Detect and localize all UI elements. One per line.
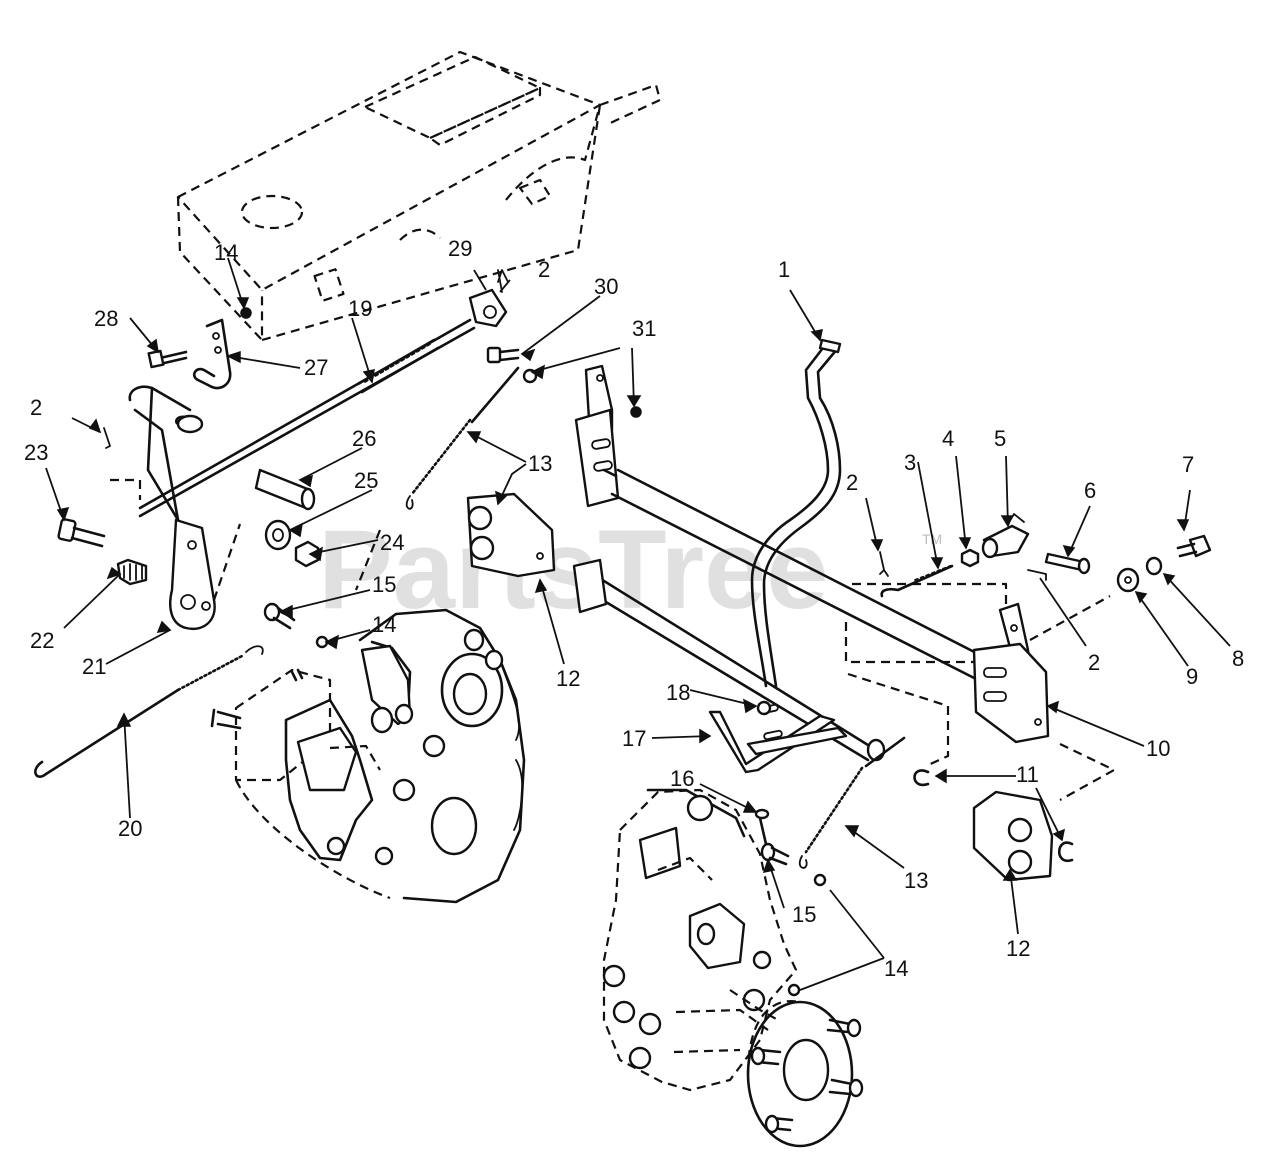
washer-9 xyxy=(1116,567,1140,593)
bolt-16 xyxy=(754,808,770,846)
bolt-28 xyxy=(147,349,188,369)
callout-31: 31 xyxy=(632,316,656,341)
callout-22: 22 xyxy=(30,628,54,653)
callout-20: 20 xyxy=(118,816,142,841)
callout-2: 2 xyxy=(30,395,42,420)
callouts: 1 2 2 2 2 3 4 5 6 7 8 9 10 11 12 12 13 1… xyxy=(24,236,1244,981)
callout-10: 10 xyxy=(1146,736,1170,761)
transaxle-left xyxy=(210,608,526,904)
callout-1: 1 xyxy=(778,257,790,282)
callout-19: 19 xyxy=(348,296,372,321)
lever-1 xyxy=(750,338,842,688)
callout-24: 24 xyxy=(380,530,404,555)
callout-14: 14 xyxy=(214,240,238,265)
rod-19 xyxy=(138,318,476,518)
nut-22 xyxy=(116,558,148,586)
spring-13-lower xyxy=(798,736,906,869)
callout-11: 11 xyxy=(1016,762,1039,787)
cotter-pin-2-left xyxy=(103,427,111,449)
callout-8: 8 xyxy=(1232,646,1244,671)
callout-2: 2 xyxy=(1088,650,1100,675)
callout-4: 4 xyxy=(942,426,954,451)
callout-29: 29 xyxy=(448,236,472,261)
callout-18: 18 xyxy=(666,680,690,705)
callout-15: 15 xyxy=(792,902,816,927)
bolt-7 xyxy=(1176,534,1212,558)
cotter-pin-2-top xyxy=(497,269,503,293)
assembly-lines xyxy=(110,478,1116,801)
transaxle-right xyxy=(602,788,864,1148)
callout-2: 2 xyxy=(538,257,550,282)
callout-5: 5 xyxy=(994,426,1006,451)
arrowheads xyxy=(56,297,1190,881)
snap-ring-11-upper xyxy=(913,769,930,787)
callout-7: 7 xyxy=(1182,452,1194,477)
cotter-pin-2-center xyxy=(879,551,889,577)
nut-24-left xyxy=(294,540,320,568)
callout-27: 27 xyxy=(304,355,328,380)
bolt-30 xyxy=(486,346,520,364)
bracket-12-right xyxy=(972,790,1054,882)
callout-28: 28 xyxy=(94,306,118,331)
callout-2: 2 xyxy=(846,470,858,495)
callout-25: 25 xyxy=(354,468,378,493)
frame-dashed xyxy=(176,50,662,342)
bolt-23 xyxy=(57,518,106,548)
callout-3: 3 xyxy=(904,450,916,475)
callout-13: 13 xyxy=(904,868,928,893)
callout-15: 15 xyxy=(372,572,396,597)
callout-14: 14 xyxy=(884,956,908,981)
lock-washer-8 xyxy=(1145,556,1163,576)
callout-12: 12 xyxy=(1006,936,1030,961)
spacer-25 xyxy=(264,519,292,551)
bushing-26 xyxy=(254,468,316,511)
pedal-arm-21 xyxy=(128,385,216,631)
callout-16: 16 xyxy=(670,766,694,791)
callout-12: 12 xyxy=(556,666,580,691)
callout-21: 21 xyxy=(82,654,106,679)
nut-4 xyxy=(960,548,980,568)
callout-13: 13 xyxy=(528,451,552,476)
bolt-18 xyxy=(756,700,772,716)
bracket-12-left xyxy=(466,492,556,578)
cotter-pin-2-right xyxy=(1027,569,1047,581)
bolt-15-lower xyxy=(760,842,790,866)
callout-26: 26 xyxy=(352,426,376,451)
callout-9: 9 xyxy=(1186,664,1198,689)
callout-6: 6 xyxy=(1084,478,1096,503)
callout-30: 30 xyxy=(594,274,618,299)
swivel-29 xyxy=(468,269,509,328)
snap-ring-11-lower xyxy=(1058,841,1074,863)
callout-23: 23 xyxy=(24,440,48,465)
pin-6 xyxy=(1044,552,1091,575)
rod-3 xyxy=(880,564,954,598)
spring-20 xyxy=(34,645,264,778)
callout-14: 14 xyxy=(372,612,396,637)
bracket-17 xyxy=(708,703,848,774)
bracket-27 xyxy=(192,318,232,390)
spring-13-upper xyxy=(405,366,520,510)
nut-14-lower xyxy=(787,873,827,997)
callout-17: 17 xyxy=(622,726,646,751)
